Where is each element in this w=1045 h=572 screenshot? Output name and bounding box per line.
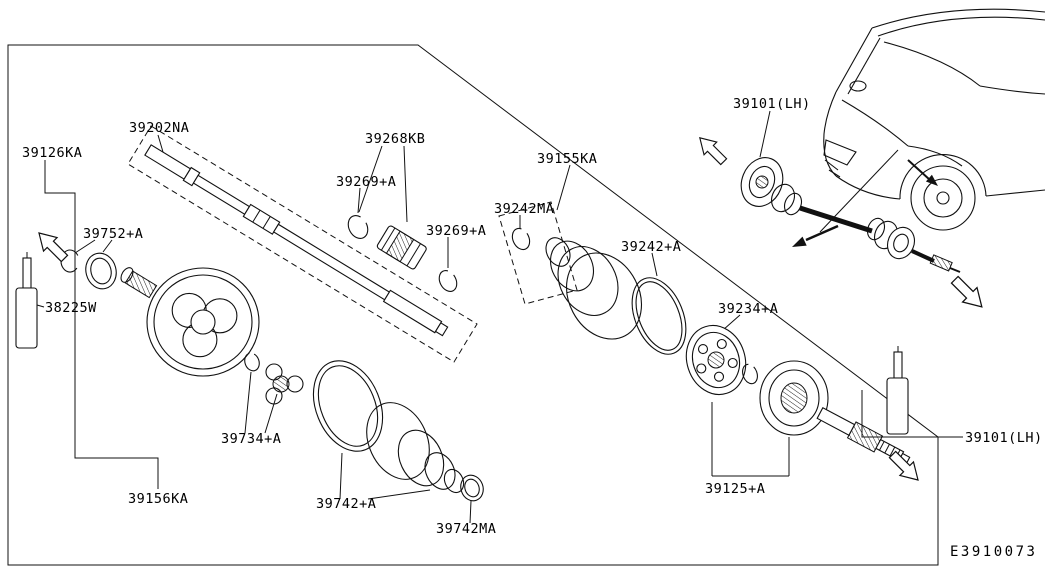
inner-joint-housing	[120, 267, 260, 377]
callout-39752A[interactable]: 39752+A	[83, 226, 143, 242]
boot-band-inner	[631, 277, 687, 355]
callout-39126KA[interactable]: 39126KA	[22, 145, 82, 161]
callout-38225W[interactable]: 38225W	[45, 300, 97, 316]
callout-39242MA[interactable]: 39242MA	[494, 201, 554, 217]
callout-39242A[interactable]: 39242+A	[621, 239, 681, 255]
callout-39202NA[interactable]: 39202NA	[129, 120, 189, 136]
grease-tube-left	[15, 252, 38, 349]
tripod-spider	[244, 352, 304, 405]
callout-39125A[interactable]: 39125+A	[705, 481, 765, 497]
cv-joint-inner-race	[685, 324, 758, 396]
callout-39156KA[interactable]: 39156KA	[128, 491, 188, 507]
callout-39269A-right[interactable]: 39269+A	[426, 223, 486, 239]
callout-39269A-left[interactable]: 39269+A	[336, 174, 396, 190]
kit-outline-boot-kit	[498, 201, 578, 305]
grease-tube-right	[886, 346, 909, 435]
install-direction-arrow-icon	[792, 224, 839, 247]
dynamic-damper-group	[347, 215, 458, 292]
callout-labels: 39126KA 39202NA 39268KB 39269+A 39269+A …	[22, 96, 1043, 560]
boot-band-outer	[312, 360, 384, 452]
direction-arrow-bottom-right-icon	[888, 450, 919, 481]
leader-lines	[36, 110, 963, 524]
axle-assembly-preview	[740, 157, 961, 273]
direction-arrow-upper-middle-icon	[699, 137, 728, 166]
callout-39234A[interactable]: 39234+A	[718, 301, 778, 317]
callout-39155KA[interactable]: 39155KA	[537, 151, 597, 167]
wheel-pointer-arrow-icon	[907, 159, 938, 186]
diagram-border	[7, 44, 939, 566]
snap-ring-and-washer	[60, 249, 117, 290]
vehicle-sketch	[823, 8, 1045, 231]
callout-39742A[interactable]: 39742+A	[316, 496, 376, 512]
inner-boot-group	[511, 227, 642, 340]
drawing-number: E3910073	[950, 544, 1037, 560]
direction-arrow-right-icon	[950, 275, 983, 308]
boot-clamp-small	[460, 474, 484, 502]
inner-drive-shaft	[144, 144, 449, 337]
outer-boot	[366, 402, 465, 494]
callout-39742MA[interactable]: 39742MA	[436, 521, 496, 537]
callout-39268KB[interactable]: 39268KB	[365, 131, 425, 147]
kit-outline-shaft	[127, 125, 478, 363]
callout-39734A[interactable]: 39734+A	[221, 431, 281, 447]
callout-39101LH-right[interactable]: 39101(LH)	[965, 430, 1043, 446]
direction-arrow-top-left-icon	[38, 232, 69, 263]
callout-39101LH-top[interactable]: 39101(LH)	[733, 96, 811, 112]
